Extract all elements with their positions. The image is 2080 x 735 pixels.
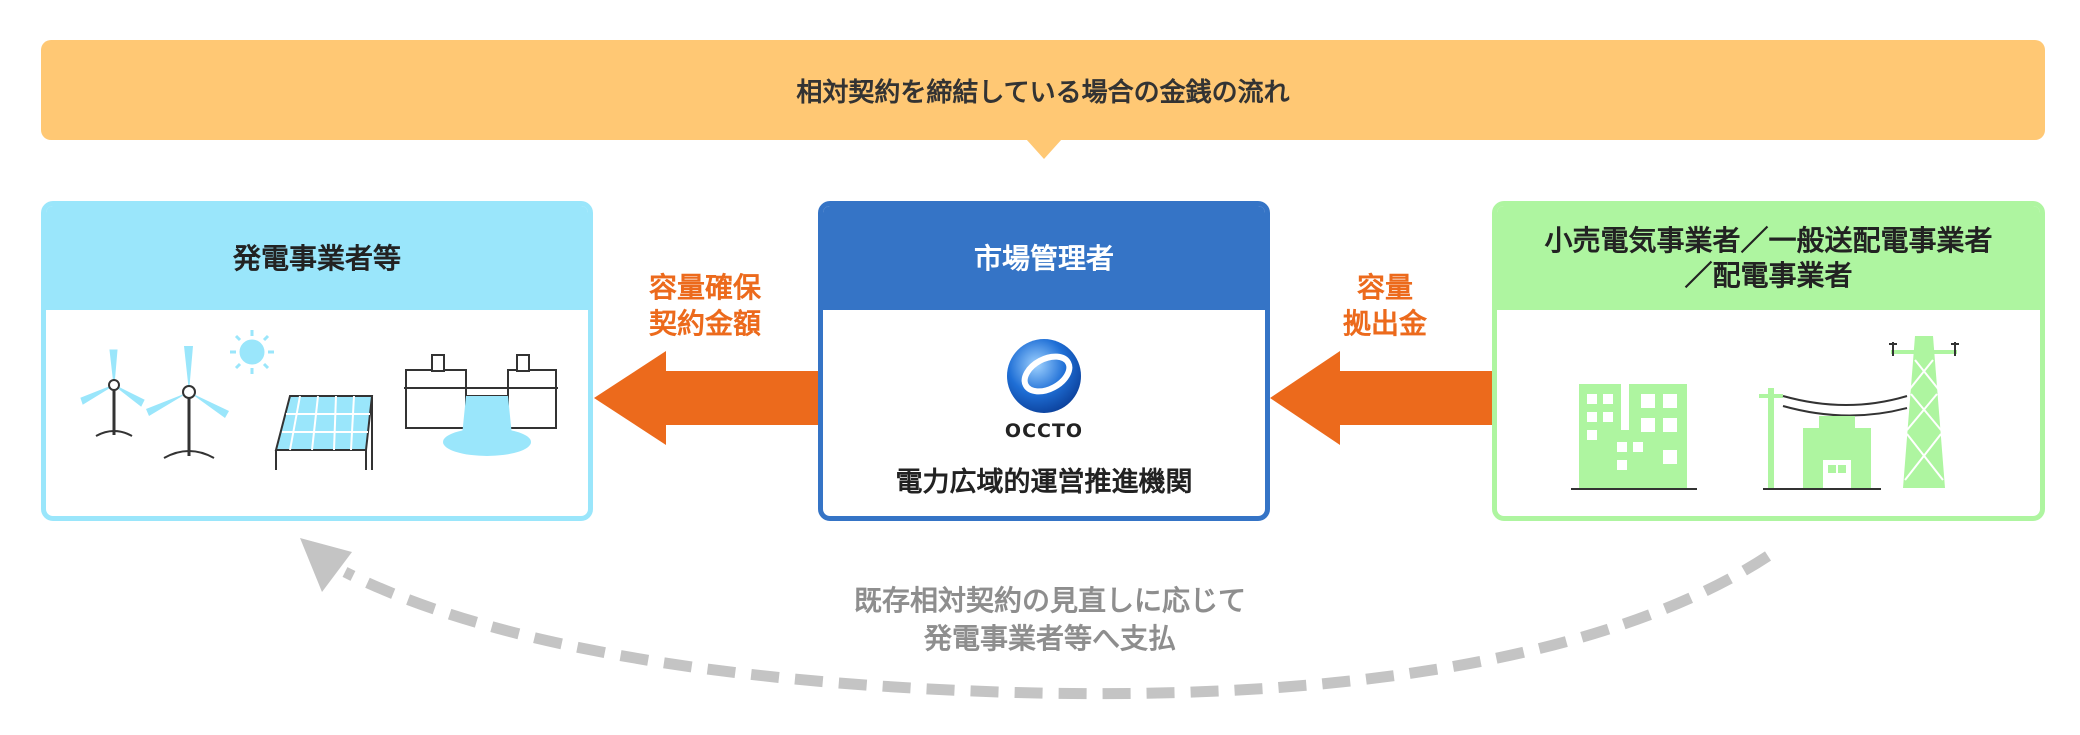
flow-title-banner: 相対契約を締結している場合の金銭の流れ: [41, 40, 2045, 140]
organization-name: 電力広域的運営推進機関: [895, 467, 1193, 498]
retailer-title: 小売電気事業者／一般送配電事業者 ／配電事業者: [1497, 206, 2040, 310]
banner-pointer: [1026, 139, 1062, 159]
market-manager-box: 市場管理者 OCCTO 電力広域的運営推進機関: [818, 201, 1270, 521]
retailer-title-line2: ／配電事業者: [1684, 259, 1853, 292]
market-manager-title: 市場管理者: [823, 206, 1265, 310]
wind-turbine-icon: [80, 349, 145, 437]
wind-turbine-icon: [146, 346, 229, 459]
arrow-retailer-to-market: [1270, 351, 1492, 445]
arrow-market-to-generator: [594, 351, 818, 445]
solar-panel-icon: [274, 395, 374, 470]
occto-logo-icon: [1007, 339, 1081, 413]
flow-label-capacity-contract: 容量確保 契約金額: [648, 271, 761, 340]
generator-title: 発電事業者等: [46, 206, 588, 310]
occto-logo-text: OCCTO: [1004, 420, 1084, 442]
market-manager-body: OCCTO 電力広域的運営推進機関: [823, 310, 1265, 516]
flow-label-capacity-contribution: 容量 拠出金: [1342, 271, 1427, 340]
transmission-tower-icon: [1889, 336, 1959, 488]
utility-pole-icon: [1759, 388, 1908, 488]
retailer-box: 小売電気事業者／一般送配電事業者 ／配電事業者: [1492, 201, 2045, 521]
buildings-icon: [1571, 384, 1697, 490]
factory-icon: [1763, 416, 1881, 490]
hydro-dam-icon: [404, 354, 558, 456]
return-payment-note: 既存相対契約の見直しに応じて 発電事業者等へ支払: [853, 584, 1246, 655]
flow-title: 相対契約を締結している場合の金銭の流れ: [796, 77, 1290, 108]
return-payment-arrow: [342, 551, 1772, 700]
retailer-illustration: [1497, 310, 2040, 516]
generator-box: 発電事業者等: [41, 201, 593, 521]
retailer-title-line1: 小売電気事業者／一般送配電事業者: [1544, 224, 1993, 257]
generator-illustration: [46, 310, 588, 516]
return-payment-arrowhead: [300, 538, 352, 592]
sun-icon: [230, 330, 274, 374]
